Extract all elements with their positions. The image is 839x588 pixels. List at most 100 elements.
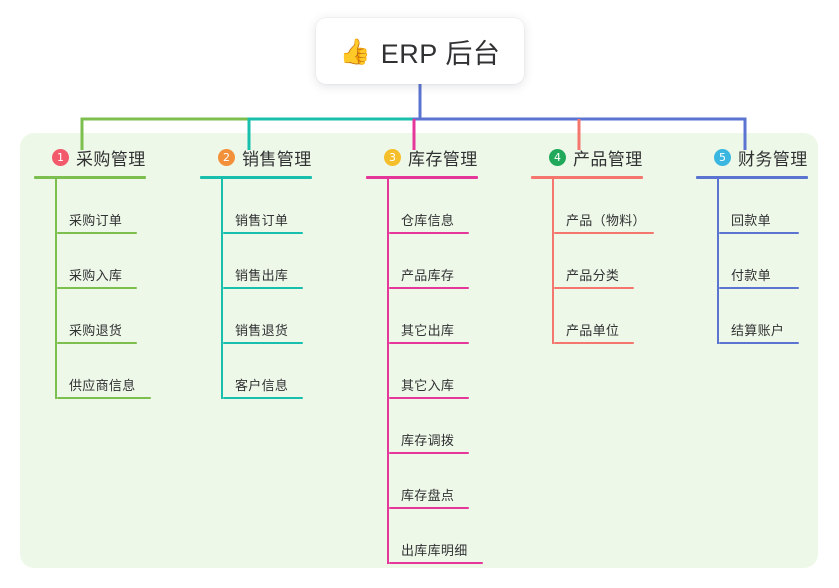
menu-item[interactable]: 库存盘点 [387,454,478,509]
menu-item[interactable]: 产品（物料） [552,179,654,234]
menu-item-rule [719,342,799,344]
menu-item[interactable]: 采购退货 [55,289,146,344]
menu-item[interactable]: 付款单 [717,234,808,289]
column-2: 2 销售管理销售订单销售出库销售退货客户信息 [200,144,312,399]
column-title: 采购管理 [76,149,146,169]
column-5: 5 财务管理回款单付款单结算账户 [696,144,808,344]
page-title: ERP 后台 [380,38,501,69]
menu-item-rule [223,232,303,234]
column-number-badge: 5 [714,148,731,166]
menu-item[interactable]: 产品单位 [552,289,646,344]
content-panel [20,133,818,568]
column-title: 财务管理 [738,149,808,169]
column-header-rule [531,176,643,179]
menu-item-rule [57,287,137,289]
column-header-3[interactable]: 3 库存管理 [366,144,478,170]
column-title: 库存管理 [408,149,478,169]
column-header-2[interactable]: 2 销售管理 [200,144,312,170]
menu-item-label: 采购退货 [69,323,123,338]
column-number-badge: 4 [549,148,566,166]
menu-item-label: 仓库信息 [401,213,455,228]
thumbs-up-icon: 👍 [339,36,371,66]
column-items: 销售订单销售出库销售退货客户信息 [200,179,312,399]
column-header-5[interactable]: 5 财务管理 [696,144,808,170]
menu-item-rule [223,342,303,344]
menu-item-rule [554,232,654,234]
branch-spine [221,179,223,399]
menu-item[interactable]: 产品分类 [552,234,646,289]
column-4: 4 产品管理产品（物料） 产品分类产品单位 [531,144,654,344]
menu-item-label: 销售出库 [235,268,289,283]
menu-item[interactable]: 仓库信息 [387,179,478,234]
menu-item-label: 产品分类 [566,268,620,283]
menu-item-label: 采购入库 [69,268,123,283]
column-header-rule [200,176,312,179]
menu-item[interactable]: 销售出库 [221,234,312,289]
menu-item[interactable]: 采购入库 [55,234,146,289]
menu-item-rule [57,397,151,399]
menu-item-rule [389,287,469,289]
menu-item-rule [57,232,137,234]
menu-item-label: 供应商信息 [69,378,136,393]
menu-item[interactable]: 销售退货 [221,289,312,344]
column-3: 3 库存管理仓库信息产品库存其它出库其它入库库存调拨库存盘点出库库明细 [366,144,483,564]
menu-item-label: 库存调拨 [401,433,455,448]
menu-item[interactable]: 库存调拨 [387,399,478,454]
column-header-rule [696,176,808,179]
menu-item-rule [389,397,469,399]
root-title-card[interactable]: 👍 ERP 后台 [316,18,524,84]
menu-item[interactable]: 采购订单 [55,179,146,234]
column-1: 1 采购管理采购订单采购入库采购退货供应商信息 [34,144,151,399]
column-header-rule [34,176,146,179]
menu-item-label: 产品库存 [401,268,455,283]
root-title-inner: 👍 ERP 后台 [340,32,501,71]
menu-item[interactable]: 结算账户 [717,289,808,344]
menu-item-rule [57,342,137,344]
menu-item-label: 产品（物料） [566,213,646,228]
menu-item-rule [223,287,303,289]
menu-item-rule [389,232,469,234]
column-number-badge: 1 [52,148,69,166]
column-title: 销售管理 [242,149,312,169]
branch-spine [55,179,57,399]
menu-item-rule [223,397,303,399]
menu-item-rule [719,287,799,289]
menu-item-label: 销售退货 [235,323,289,338]
menu-item-label: 回款单 [731,213,771,228]
column-items: 回款单付款单结算账户 [696,179,808,344]
menu-item-label: 库存盘点 [401,488,455,503]
menu-item-rule [389,452,469,454]
branch-spine [717,179,719,344]
column-number-badge: 2 [218,148,235,166]
menu-item-label: 采购订单 [69,213,123,228]
menu-item-rule [554,342,634,344]
menu-item-label: 销售订单 [235,213,289,228]
column-title: 产品管理 [573,149,643,169]
menu-item[interactable]: 回款单 [717,179,808,234]
menu-item-rule [389,342,469,344]
menu-item-rule [389,507,469,509]
column-items: 仓库信息产品库存其它出库其它入库库存调拨库存盘点出库库明细 [366,179,483,564]
column-header-rule [366,176,478,179]
menu-item[interactable]: 产品库存 [387,234,478,289]
column-header-1[interactable]: 1 采购管理 [34,144,146,170]
menu-item-label: 客户信息 [235,378,289,393]
menu-item-rule [554,287,634,289]
menu-item-label: 付款单 [731,268,771,283]
menu-item[interactable]: 客户信息 [221,344,312,399]
menu-item[interactable]: 销售订单 [221,179,312,234]
column-header-4[interactable]: 4 产品管理 [531,144,646,170]
column-items: 采购订单采购入库采购退货供应商信息 [34,179,151,399]
menu-item-label: 其它出库 [401,323,455,338]
column-number-badge: 3 [384,148,401,166]
menu-item-rule [389,562,483,564]
menu-item[interactable]: 出库库明细 [387,509,483,564]
branch-spine [387,179,389,564]
menu-item[interactable]: 供应商信息 [55,344,151,399]
menu-item-label: 其它入库 [401,378,455,393]
menu-item[interactable]: 其它出库 [387,289,478,344]
menu-item-rule [719,232,799,234]
menu-item[interactable]: 其它入库 [387,344,478,399]
menu-item-label: 出库库明细 [401,543,468,558]
